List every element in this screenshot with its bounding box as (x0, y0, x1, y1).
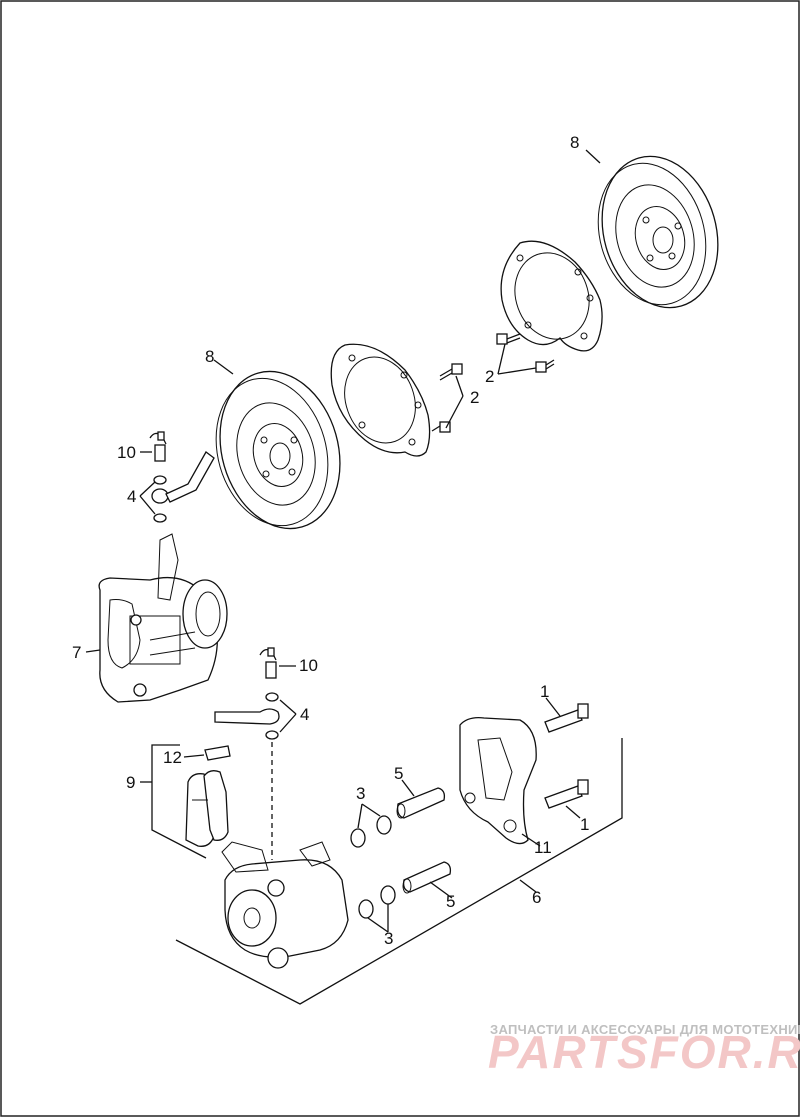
callout-6: 6 (532, 888, 541, 907)
callout-2-upper: 2 (485, 367, 494, 386)
callout-4-lower: 4 (300, 705, 309, 724)
slide-pin-upper (544, 703, 589, 733)
bolt-upper-a (496, 333, 521, 345)
pin-sleeve-lower (402, 861, 452, 894)
callout-4-upper: 4 (127, 487, 136, 506)
callout-5-upper: 5 (394, 764, 403, 783)
bolt-upper-b (535, 359, 555, 373)
callout-11: 11 (534, 838, 552, 857)
o-rings-upper (350, 815, 392, 848)
caliper-body-lower (221, 841, 349, 969)
mounting-plate-upper (500, 240, 603, 352)
callout-5-lower: 5 (446, 892, 455, 911)
o-rings-lower (358, 885, 396, 919)
bleeder-valve-lower (259, 647, 277, 679)
callout-10-upper: 10 (117, 443, 136, 462)
kit-outline (175, 738, 623, 1005)
mounting-plate-lower (330, 343, 431, 457)
brake-rotor-lower (215, 370, 341, 530)
pad-kit-bracket-lines (151, 744, 207, 859)
callout-3-lower: 3 (384, 929, 393, 948)
bolt-lower-a (439, 363, 463, 381)
callout-3-upper: 3 (356, 784, 365, 803)
caliper-assembly-rear (98, 533, 228, 703)
watermark-logo: PARTSFOR.RU (488, 1026, 800, 1078)
banjo-fitting-upper (151, 451, 215, 523)
callout-7: 7 (72, 643, 81, 662)
callout-2-lower: 2 (470, 388, 479, 407)
pin-sleeve-upper (396, 787, 446, 819)
slide-pin-lower (544, 779, 589, 809)
watermark-tagline: ЗАПЧАСТИ И АКСЕССУАРЫ ДЛЯ МОТОТЕХНИКИ (490, 1022, 800, 1037)
callout-8-upper: 8 (570, 133, 579, 152)
banjo-fitting-lower (214, 692, 280, 860)
callout-12: 12 (163, 748, 182, 767)
pad-spring-clip (204, 745, 231, 761)
bolt-lower-b (431, 421, 451, 433)
bleeder-valve-upper (149, 431, 167, 462)
callout-1-lower: 1 (580, 815, 589, 834)
callout-10-lower: 10 (299, 656, 318, 675)
brake-rotor-upper (597, 155, 719, 309)
callout-1-upper: 1 (540, 682, 549, 701)
leader-lines (85, 149, 601, 933)
callout-9: 9 (126, 773, 135, 792)
callout-8-lower: 8 (205, 347, 214, 366)
caliper-bracket (459, 717, 537, 845)
brake-pads (185, 770, 229, 847)
